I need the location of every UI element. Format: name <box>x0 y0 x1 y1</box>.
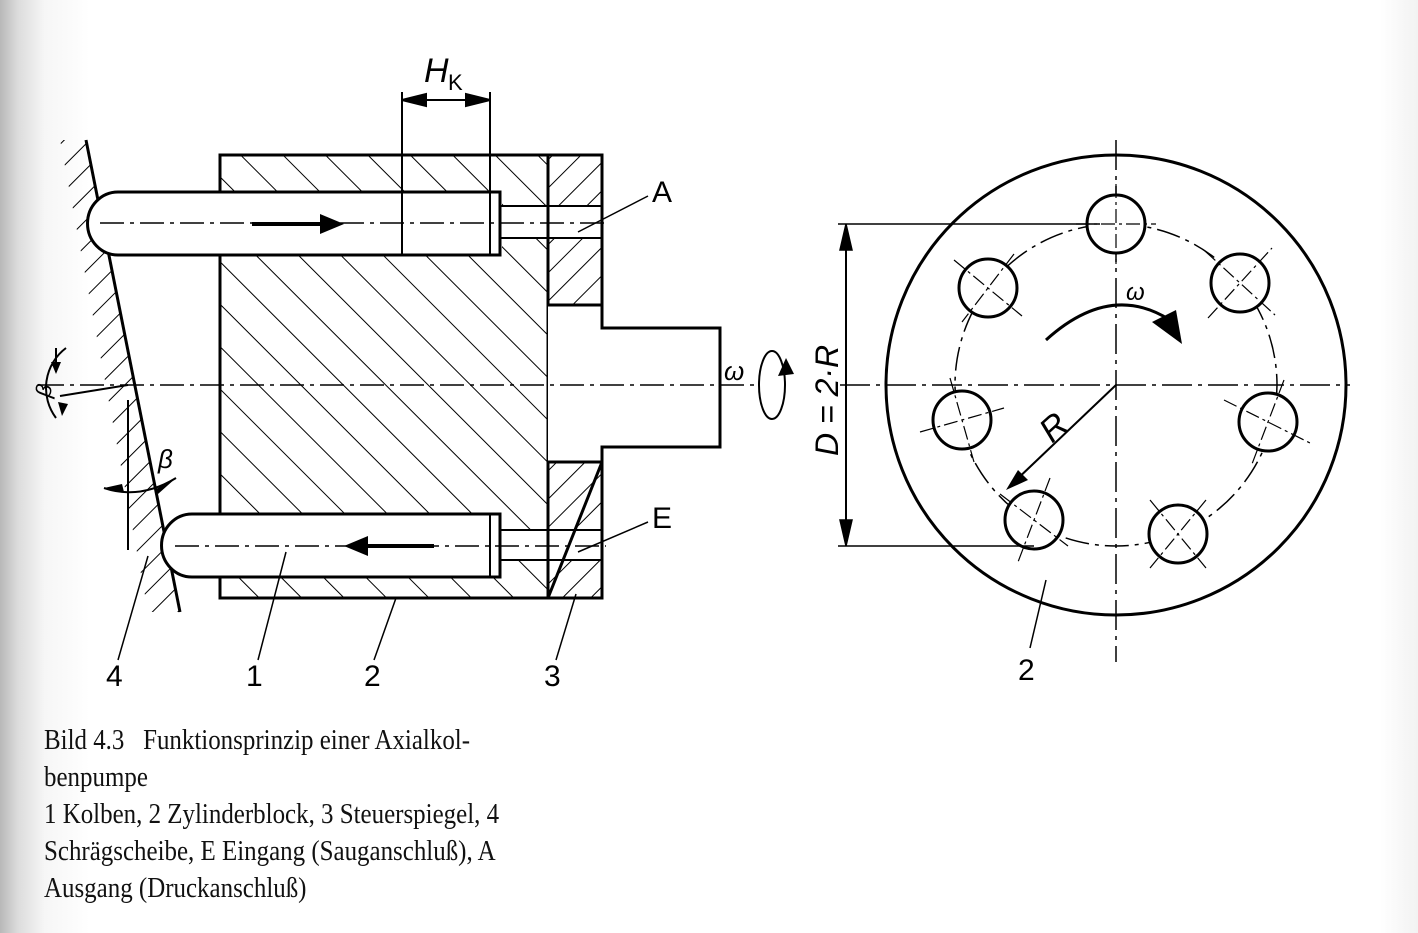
cylinder-block-end-view <box>840 140 1350 662</box>
part-leaders-left <box>117 551 577 661</box>
beta-label-bottom: β <box>157 444 173 474</box>
part-number-2-disc: 2 <box>1018 654 1035 687</box>
disc-rotation-arrow <box>1044 303 1182 344</box>
stroke-label: H <box>424 52 449 90</box>
drive-shaft <box>548 303 722 464</box>
piston-bottom <box>160 512 502 579</box>
outlet-label: A <box>652 176 672 209</box>
inlet-leader <box>577 521 649 553</box>
caption-line-3: 1 Kolben, 2 Zylinderblock, 3 Steuerspieg… <box>44 798 500 830</box>
caption-line-5: Ausgang (Druckanschluß) <box>44 872 307 904</box>
bore-holes <box>931 193 1299 565</box>
stroke-label-subscript: K <box>448 70 463 95</box>
beta-label-top: β <box>30 382 57 400</box>
shaft-rotation-arrow <box>758 350 794 420</box>
caption-line-2: benpumpe <box>44 761 148 793</box>
part-number-4: 4 <box>106 660 123 693</box>
piston-arrow-right <box>252 214 344 234</box>
caption-line-4: Schrägscheibe, E Eingang (Sauganschluß),… <box>44 835 496 867</box>
radius-line <box>1006 384 1117 490</box>
caption-line-1: Bild 4.3 Funktionsprinzip einer Axialkol… <box>44 724 471 756</box>
disc-omega-label: ω <box>1126 279 1145 306</box>
shaft-omega-label: ω <box>724 356 744 386</box>
outlet-leader <box>577 195 649 233</box>
beta-angle-marks <box>45 347 177 494</box>
part-number-3: 3 <box>544 660 561 693</box>
control-plate <box>498 153 604 600</box>
part-leader-disc <box>1029 579 1047 649</box>
part-number-1: 1 <box>246 660 263 693</box>
part-number-2: 2 <box>364 660 381 693</box>
centerlines-left <box>40 222 760 547</box>
stroke-dimension <box>401 92 491 192</box>
bore-centerlines <box>919 184 1313 569</box>
diameter-dimension <box>838 223 1100 547</box>
radius-label: R <box>1032 405 1076 450</box>
diameter-label: D = 2·R <box>809 345 845 456</box>
inlet-label: E <box>652 502 672 535</box>
figure-caption: Bild 4.3 Funktionsprinzip einer Axialkol… <box>44 722 560 907</box>
